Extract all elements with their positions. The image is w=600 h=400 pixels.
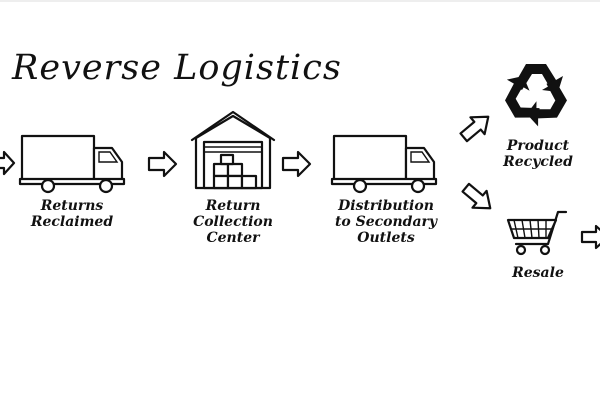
label-return-collection-center: Return Collection Center xyxy=(183,198,283,246)
arrow-right-1 xyxy=(147,150,178,178)
label-line: Resale xyxy=(512,265,564,281)
arrow-right-2 xyxy=(281,150,312,178)
diagram-title: Reverse Logistics xyxy=(12,48,342,88)
label-line: Return xyxy=(205,198,261,214)
arrow-entry-partial xyxy=(0,150,16,176)
label-line: Recycled xyxy=(503,154,573,170)
label-line: Collection xyxy=(193,214,273,230)
delivery-truck-icon xyxy=(18,134,126,194)
label-line: Outlets xyxy=(357,230,415,246)
label-line: Reclaimed xyxy=(30,214,114,230)
label-line: Center xyxy=(206,230,260,246)
arrow-exit-partial xyxy=(580,224,600,250)
label-resale: Resale xyxy=(500,265,576,281)
arrow-up-right xyxy=(459,115,490,143)
warehouse-icon xyxy=(190,110,276,190)
label-returns-reclaimed: Returns Reclaimed xyxy=(22,198,122,230)
label-distribution-secondary-outlets: Distribution to Secondary Outlets xyxy=(326,198,446,246)
label-line: to Secondary xyxy=(334,214,438,230)
arrow-down-right xyxy=(461,182,492,210)
label-product-recycled: Product Recycled xyxy=(496,138,580,170)
label-line: Distribution xyxy=(338,198,434,214)
recycle-icon xyxy=(505,64,567,127)
label-line: Product xyxy=(506,138,570,154)
shopping-cart-icon xyxy=(506,210,568,256)
label-line: Returns xyxy=(40,198,104,214)
delivery-truck-icon xyxy=(330,134,438,194)
